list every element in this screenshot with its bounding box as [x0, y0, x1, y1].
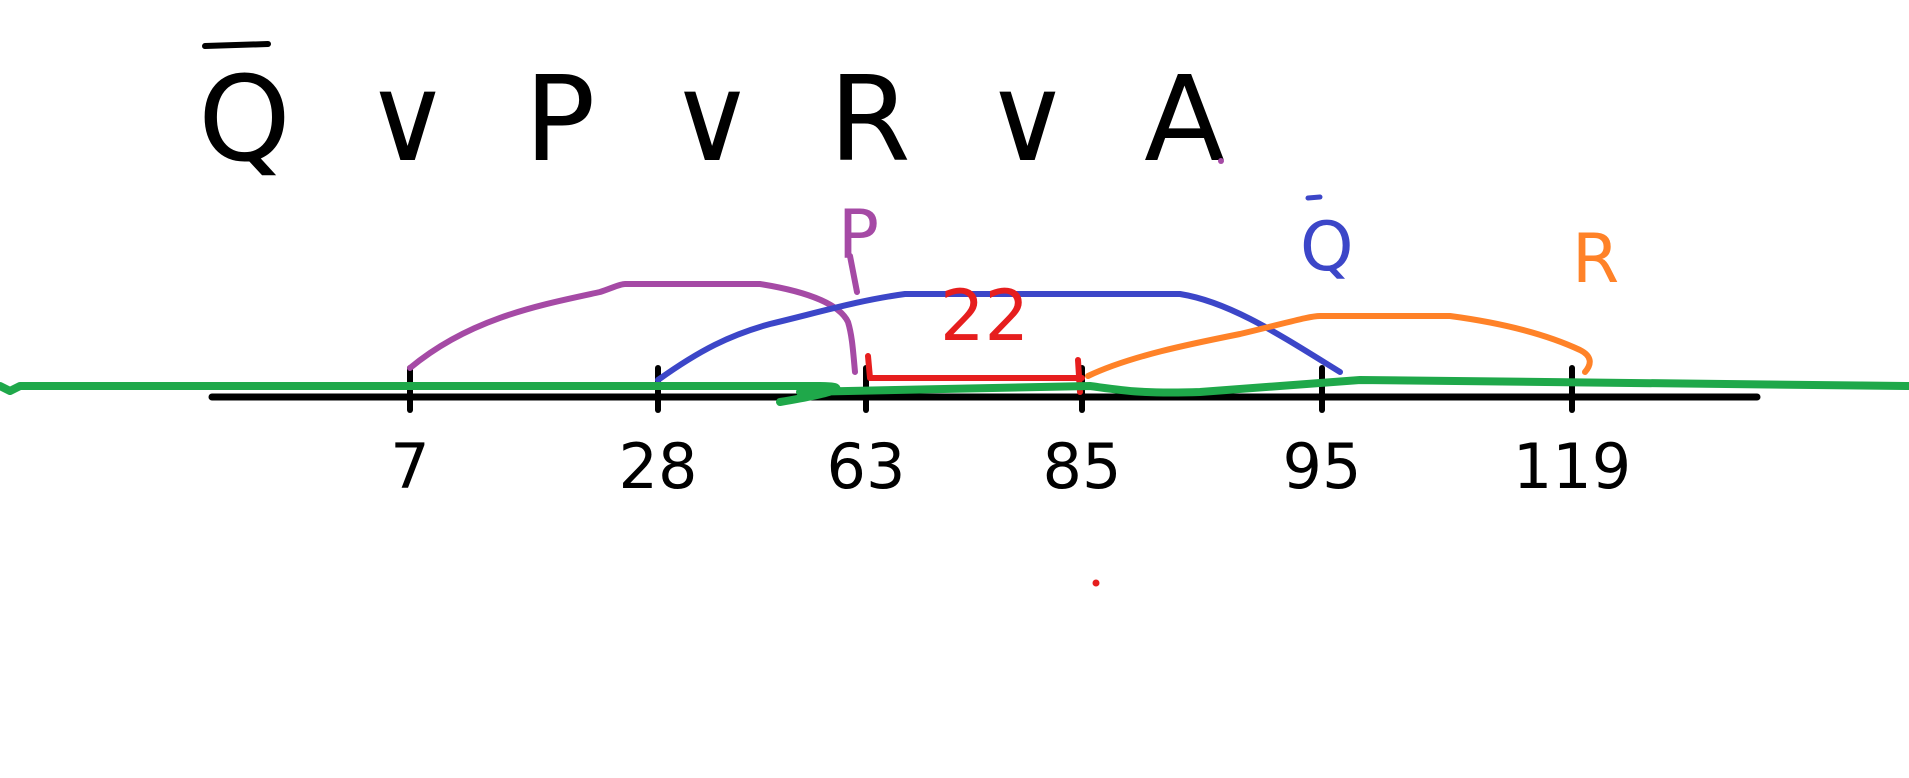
formula-text: Q ∨ P ∨ R ∨ A — [198, 50, 1243, 188]
tick-labels: 7 28 63 85 95 119 — [390, 430, 1631, 503]
interval-r-label: R — [1572, 220, 1619, 299]
union-line — [0, 376, 1909, 406]
tick-label-85: 85 — [1043, 430, 1122, 503]
interval-p-arc — [407, 281, 858, 375]
interval-q-negation-bar — [1305, 194, 1323, 201]
tick-label-95: 95 — [1283, 430, 1362, 503]
tick-label-7: 7 — [390, 430, 429, 503]
stray-dot-red — [1092, 579, 1100, 587]
highlight-segment-length: 22 — [940, 275, 1029, 357]
interval-q-arc — [655, 291, 1343, 383]
negation-bar — [202, 41, 271, 49]
interval-p-label: P — [838, 196, 879, 275]
tick-label-28: 28 — [619, 430, 698, 503]
interval-p-label-connector — [847, 253, 860, 295]
tick-label-63: 63 — [827, 430, 906, 503]
formula: Q ∨ P ∨ R ∨ A — [198, 41, 1243, 188]
tick-label-119: 119 — [1513, 430, 1631, 503]
interval-q-label: Q — [1300, 208, 1354, 287]
stray-dot-purple — [1218, 158, 1224, 164]
interval-r-arc — [1085, 313, 1593, 379]
